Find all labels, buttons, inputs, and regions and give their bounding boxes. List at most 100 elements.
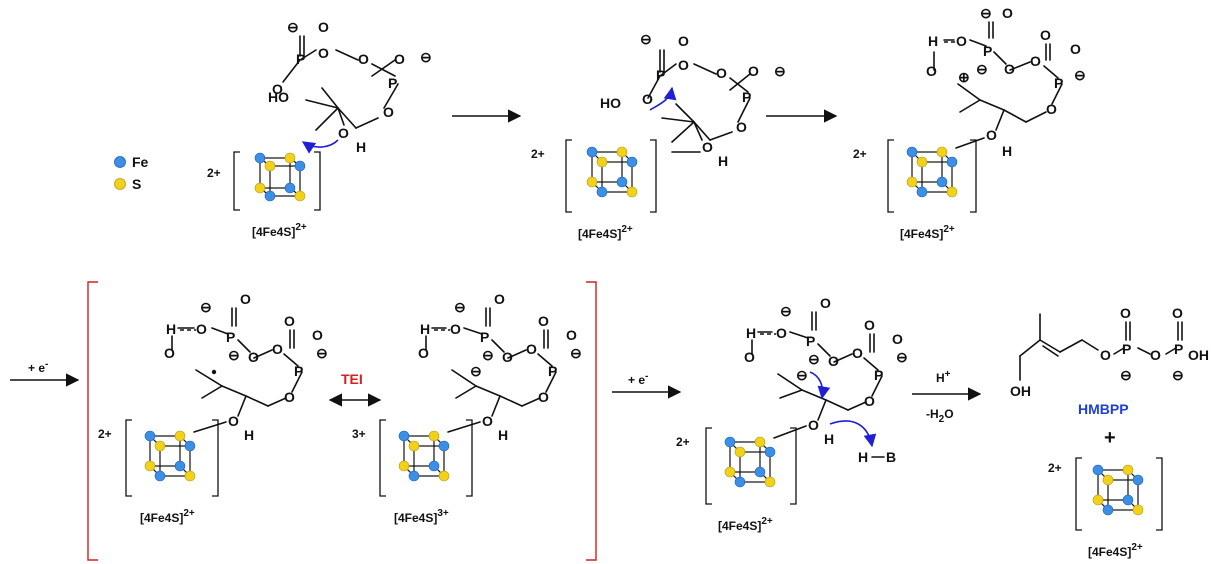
s-atom [1102,474,1114,486]
s-atom [174,430,186,442]
atom-o: O [450,321,461,337]
cluster-charge: 2+ [98,427,112,441]
atom-o: O [318,45,329,61]
bracket-left [233,151,240,211]
atom-p: P [548,363,557,379]
atom-o: O [318,19,329,35]
cluster-5: 3+ [4Fe4S]3+ [352,419,481,525]
resonance-bracket-left [87,281,98,561]
atom-o: O [1172,305,1183,321]
atom-p: P [226,329,235,345]
minus-charge: ⊖ [482,347,494,363]
s-atom [144,460,156,472]
minus-charge: ⊖ [420,49,432,65]
fe-atom [724,436,736,448]
molecule-2: ⊖ P O O O O P ⊖ O O HO O H [600,31,786,169]
atom-o: O [956,33,967,49]
s-legend-label: S [132,176,141,192]
fe-legend-label: Fe [132,154,149,170]
minus-charge: ⊖ [896,349,908,365]
atom-o: O [1046,101,1057,117]
atom-p: P [874,367,883,383]
s-atom [294,190,306,202]
atom-o: O [418,345,429,361]
bracket-left [565,139,572,213]
bond [773,425,807,439]
hydroxyl-label: HO [600,95,621,111]
cluster-charge: 2+ [1048,461,1062,475]
cluster-label: [4Fe4S]2+ [718,516,773,533]
cluster-6: 2+ [4Fe4S]2+ [676,425,807,533]
atom-o: O [312,327,323,343]
minus-charge: ⊖ [470,363,482,379]
cluster-charge: 2+ [207,166,221,180]
cluster-label: [4Fe4S]2+ [252,222,307,239]
atom-o: O [538,389,549,405]
atom-p: P [1122,341,1131,357]
bracket-left [379,419,386,497]
fe-atom [596,186,608,198]
bracket-right [650,139,657,213]
s-atom [764,476,776,488]
s-atom [946,186,958,198]
cluster-charge: 2+ [853,147,867,161]
fe-atom [586,146,598,158]
fe-atom [754,466,766,478]
atom-o: O [248,349,259,365]
s-atom [254,182,266,194]
atom-o: O [272,341,283,357]
bracket-right [970,139,977,213]
s-atom [184,470,196,482]
s-atom [264,160,276,172]
atom-o: O [272,81,283,97]
atom-o: O [642,91,653,107]
fe-atom [284,182,296,194]
atom-o: O [892,331,903,347]
bond [447,421,481,433]
atom-p: P [296,51,305,67]
atom-p: P [388,75,397,91]
atom-o: O [284,389,295,405]
s-atom [1122,464,1134,476]
minus-charge: ⊖ [808,351,820,367]
atom-o: O [1040,27,1051,43]
arrow-label-proton: H+ [936,369,951,385]
fe-atom [764,446,776,458]
minus-charge: ⊖ [1120,367,1132,383]
minus-charge: ⊖ [316,345,328,361]
bond [193,421,227,433]
cluster-label: [4Fe4S]2+ [578,224,633,241]
cluster-label: [4Fe4S]2+ [900,224,955,241]
atom-o: O [394,51,405,67]
atom-o: O [1150,347,1161,363]
atom-h: H [928,33,938,49]
atom-p: P [742,89,751,105]
fe-atom [154,470,166,482]
atom-o: O [828,353,839,369]
atom-o: O [538,313,549,329]
s-atom [724,466,736,478]
atom-o: O [196,321,207,337]
hydroxyl-label: OH [1010,383,1031,399]
atom-h: H [420,321,430,337]
fe-atom [438,440,450,452]
minus-charge: ⊖ [780,303,792,319]
bond [955,137,985,149]
atom-o: O [494,291,505,307]
atom-o: O [864,393,875,409]
product-name: HMBPP [1078,401,1129,417]
cluster-2: 2+ [4Fe4S]2+ [531,139,657,241]
atom-o: O [678,33,689,49]
atom-h: H [166,321,176,337]
bracket-left [1075,457,1082,531]
plus-charge: ⊕ [958,69,970,85]
fe-atom [254,152,266,164]
fe-atom [264,190,276,202]
s-atom [906,176,918,188]
fe-legend-dot [114,156,126,168]
molecule-4: H O P ⊖ O O ⊖ O O P O ⊖ O O O H [164,291,328,443]
resonance-bracket-right [586,281,597,561]
atom-o: O [482,413,493,429]
bracket-right [212,419,219,497]
